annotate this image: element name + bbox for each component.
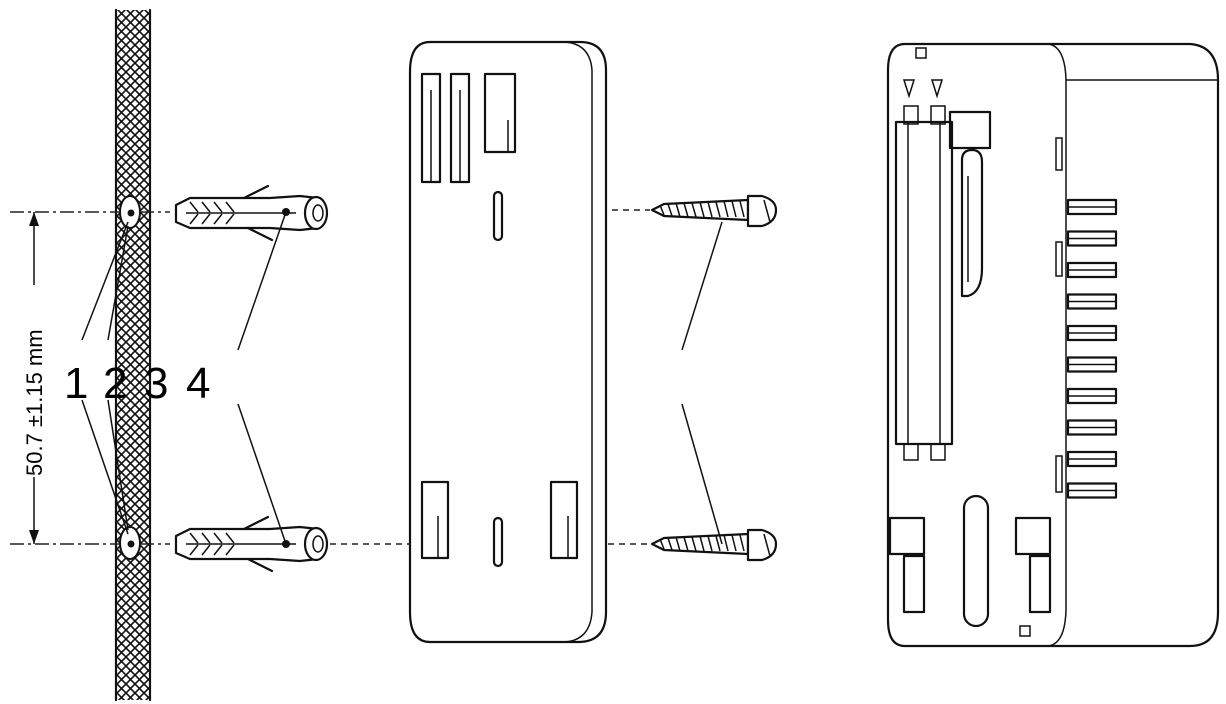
callout-3: 3 — [144, 359, 168, 408]
screw-bottom — [650, 528, 778, 562]
screw-top — [650, 194, 778, 228]
center-lines — [140, 209, 650, 545]
dimension-label: 50.7 ±1.15 mm — [22, 329, 47, 476]
back-plate — [408, 40, 608, 644]
callout-2: 2 — [103, 359, 127, 408]
device-module — [886, 42, 1220, 648]
wall-hole-bottom — [119, 526, 141, 560]
wall-hole-top — [119, 195, 141, 229]
leader-lines — [81, 211, 723, 545]
wall-plug-top — [174, 184, 329, 242]
wall — [114, 8, 152, 702]
callout-1: 1 — [64, 359, 88, 408]
callout-labels: 1 2 3 4 — [64, 359, 210, 408]
terminal-pins — [1066, 198, 1118, 499]
callout-4: 4 — [186, 359, 210, 408]
wall-plug-bottom — [174, 515, 329, 573]
